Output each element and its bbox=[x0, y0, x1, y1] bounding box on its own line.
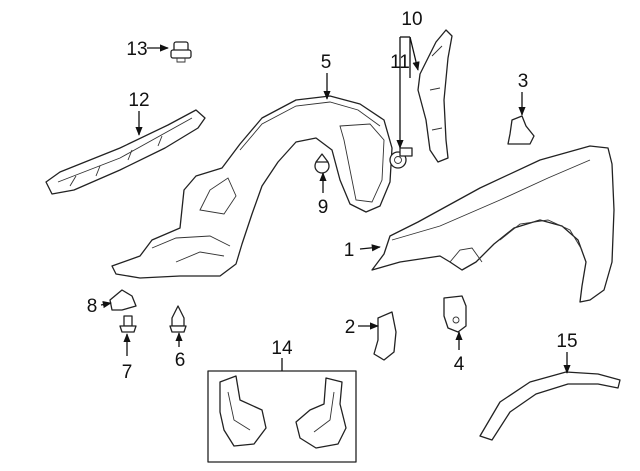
callout-8: 8 bbox=[87, 296, 98, 317]
part-9-clip bbox=[314, 153, 330, 174]
part-8-clip bbox=[109, 289, 137, 311]
part-7-screw bbox=[119, 315, 137, 333]
part-1-fender bbox=[371, 145, 615, 303]
leader-lines bbox=[100, 36, 571, 374]
callout-6: 6 bbox=[175, 350, 186, 371]
callout-2: 2 bbox=[345, 317, 356, 338]
callout-3: 3 bbox=[518, 71, 529, 92]
callout-5: 5 bbox=[321, 52, 332, 73]
callout-15: 15 bbox=[556, 331, 577, 352]
callout-12: 12 bbox=[128, 90, 149, 111]
callout-10: 10 bbox=[401, 9, 422, 30]
part-4-bracket bbox=[443, 295, 467, 333]
callout-1: 1 bbox=[344, 240, 355, 261]
part-10-bracket bbox=[417, 29, 453, 163]
part-3-bracket bbox=[507, 115, 535, 145]
part-15-wheel-arch-molding bbox=[479, 371, 621, 441]
part-11-nut bbox=[389, 147, 413, 169]
callout-labels: 1 2 3 4 5 6 7 8 9 10 11 12 13 14 15 bbox=[87, 9, 578, 383]
part-6-push-clip bbox=[169, 305, 187, 333]
callout-9: 9 bbox=[318, 197, 329, 218]
callout-13: 13 bbox=[126, 39, 147, 60]
callout-4: 4 bbox=[454, 354, 465, 375]
part-12-splash-shield bbox=[45, 109, 206, 195]
part-14-mud-guards bbox=[207, 370, 357, 463]
part-13-bolt bbox=[170, 41, 192, 63]
callout-14: 14 bbox=[271, 338, 293, 359]
part-5-fender-liner bbox=[111, 95, 393, 279]
callout-11: 11 bbox=[390, 52, 410, 73]
callout-7: 7 bbox=[122, 362, 133, 383]
part-2-bracket bbox=[373, 311, 397, 361]
